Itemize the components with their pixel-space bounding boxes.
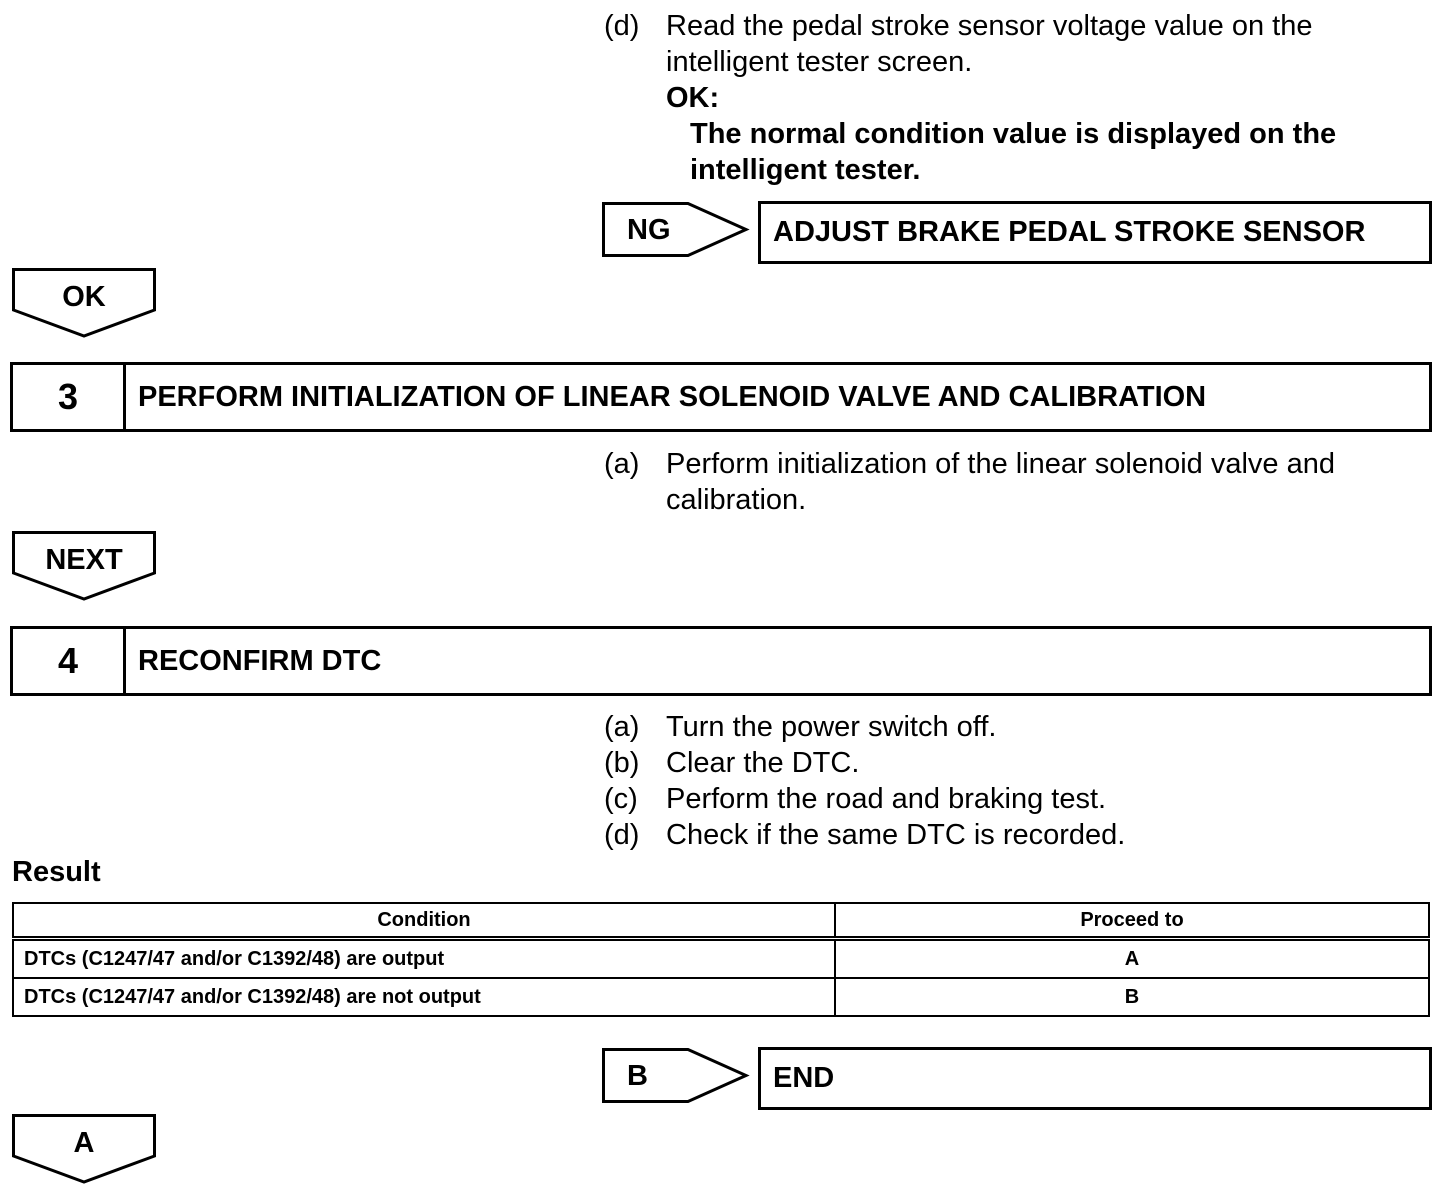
instruction-label: (a)	[604, 448, 640, 480]
instruction-text: Read the pedal stroke sensor voltage val…	[666, 10, 1313, 42]
instruction-text: intelligent tester screen.	[666, 46, 973, 78]
step-number: 3	[13, 365, 126, 429]
instruction-line: intelligent tester screen.	[604, 44, 1444, 80]
instruction-line: (b) Clear the DTC.	[604, 745, 1444, 781]
instruction-text: Perform the road and braking test.	[666, 783, 1107, 815]
column-header-condition: Condition	[12, 902, 836, 941]
instruction-text: calibration.	[666, 484, 807, 516]
a-flow-arrow[interactable]: A	[12, 1114, 158, 1188]
instruction-label: (d)	[604, 10, 640, 42]
instruction-text: Turn the power switch off.	[666, 711, 997, 743]
step-3-header: 3 PERFORM INITIALIZATION OF LINEAR SOLEN…	[10, 362, 1432, 432]
b-action-text: END	[773, 1062, 835, 1094]
ok-arrow-label: OK	[62, 281, 106, 313]
instruction-text: Perform initialization of the linear sol…	[666, 448, 1335, 480]
step-title: PERFORM INITIALIZATION OF LINEAR SOLENOI…	[138, 380, 1207, 413]
instruction-label: (b)	[604, 747, 640, 779]
instruction-text: Check if the same DTC is recorded.	[666, 819, 1126, 851]
instruction-line: (a) Perform initialization of the linear…	[604, 446, 1444, 482]
step-number: 4	[13, 629, 126, 693]
next-flow-arrow[interactable]: NEXT	[12, 531, 158, 605]
instruction-line: (d) Check if the same DTC is recorded.	[604, 817, 1444, 853]
b-action-box[interactable]: END	[758, 1047, 1432, 1110]
condition-cell: DTCs (C1247/47 and/or C1392/48) are not …	[12, 977, 836, 1017]
instruction-line: (d) Read the pedal stroke sensor voltage…	[604, 8, 1444, 44]
instruction-line: calibration.	[604, 482, 1444, 518]
a-arrow-label: A	[74, 1127, 95, 1159]
ng-action-text: ADJUST BRAKE PEDAL STROKE SENSOR	[773, 216, 1366, 248]
proceed-to-cell: B	[834, 977, 1430, 1017]
ok-condition-text: intelligent tester.	[690, 154, 921, 186]
step-title: RECONFIRM DTC	[138, 644, 382, 677]
instruction-line: (c) Perform the road and braking test.	[604, 781, 1444, 817]
instruction-line: (a) Turn the power switch off.	[604, 709, 1444, 745]
ok-flow-arrow[interactable]: OK	[12, 268, 158, 342]
condition-cell: DTCs (C1247/47 and/or C1392/48) are outp…	[12, 937, 836, 979]
table-row: DTCs (C1247/47 and/or C1392/48) are not …	[12, 977, 1430, 1017]
table-row: DTCs (C1247/47 and/or C1392/48) are outp…	[12, 937, 1430, 979]
result-table: Condition Proceed to DTCs (C1247/47 and/…	[12, 902, 1430, 1017]
ok-condition-text: The normal condition value is displayed …	[690, 118, 1337, 150]
table-header-row: Condition Proceed to	[12, 902, 1430, 941]
b-tag: B	[627, 1060, 648, 1092]
ng-action-box[interactable]: ADJUST BRAKE PEDAL STROKE SENSOR	[758, 201, 1432, 264]
column-header-proceed-to: Proceed to	[834, 902, 1430, 941]
ng-tag: NG	[627, 214, 671, 246]
b-branch-arrow[interactable]: B	[602, 1048, 752, 1104]
instruction-label: (d)	[604, 819, 640, 851]
instruction-text: Clear the DTC.	[666, 747, 860, 779]
instruction-label: (c)	[604, 783, 638, 815]
instruction-label: (a)	[604, 711, 640, 743]
step-4-header: 4 RECONFIRM DTC	[10, 626, 1432, 696]
result-heading: Result	[12, 856, 101, 888]
ng-branch-arrow[interactable]: NG	[602, 202, 752, 258]
ok-heading: OK:	[666, 82, 720, 114]
next-arrow-label: NEXT	[45, 544, 123, 576]
proceed-to-cell: A	[834, 937, 1430, 979]
